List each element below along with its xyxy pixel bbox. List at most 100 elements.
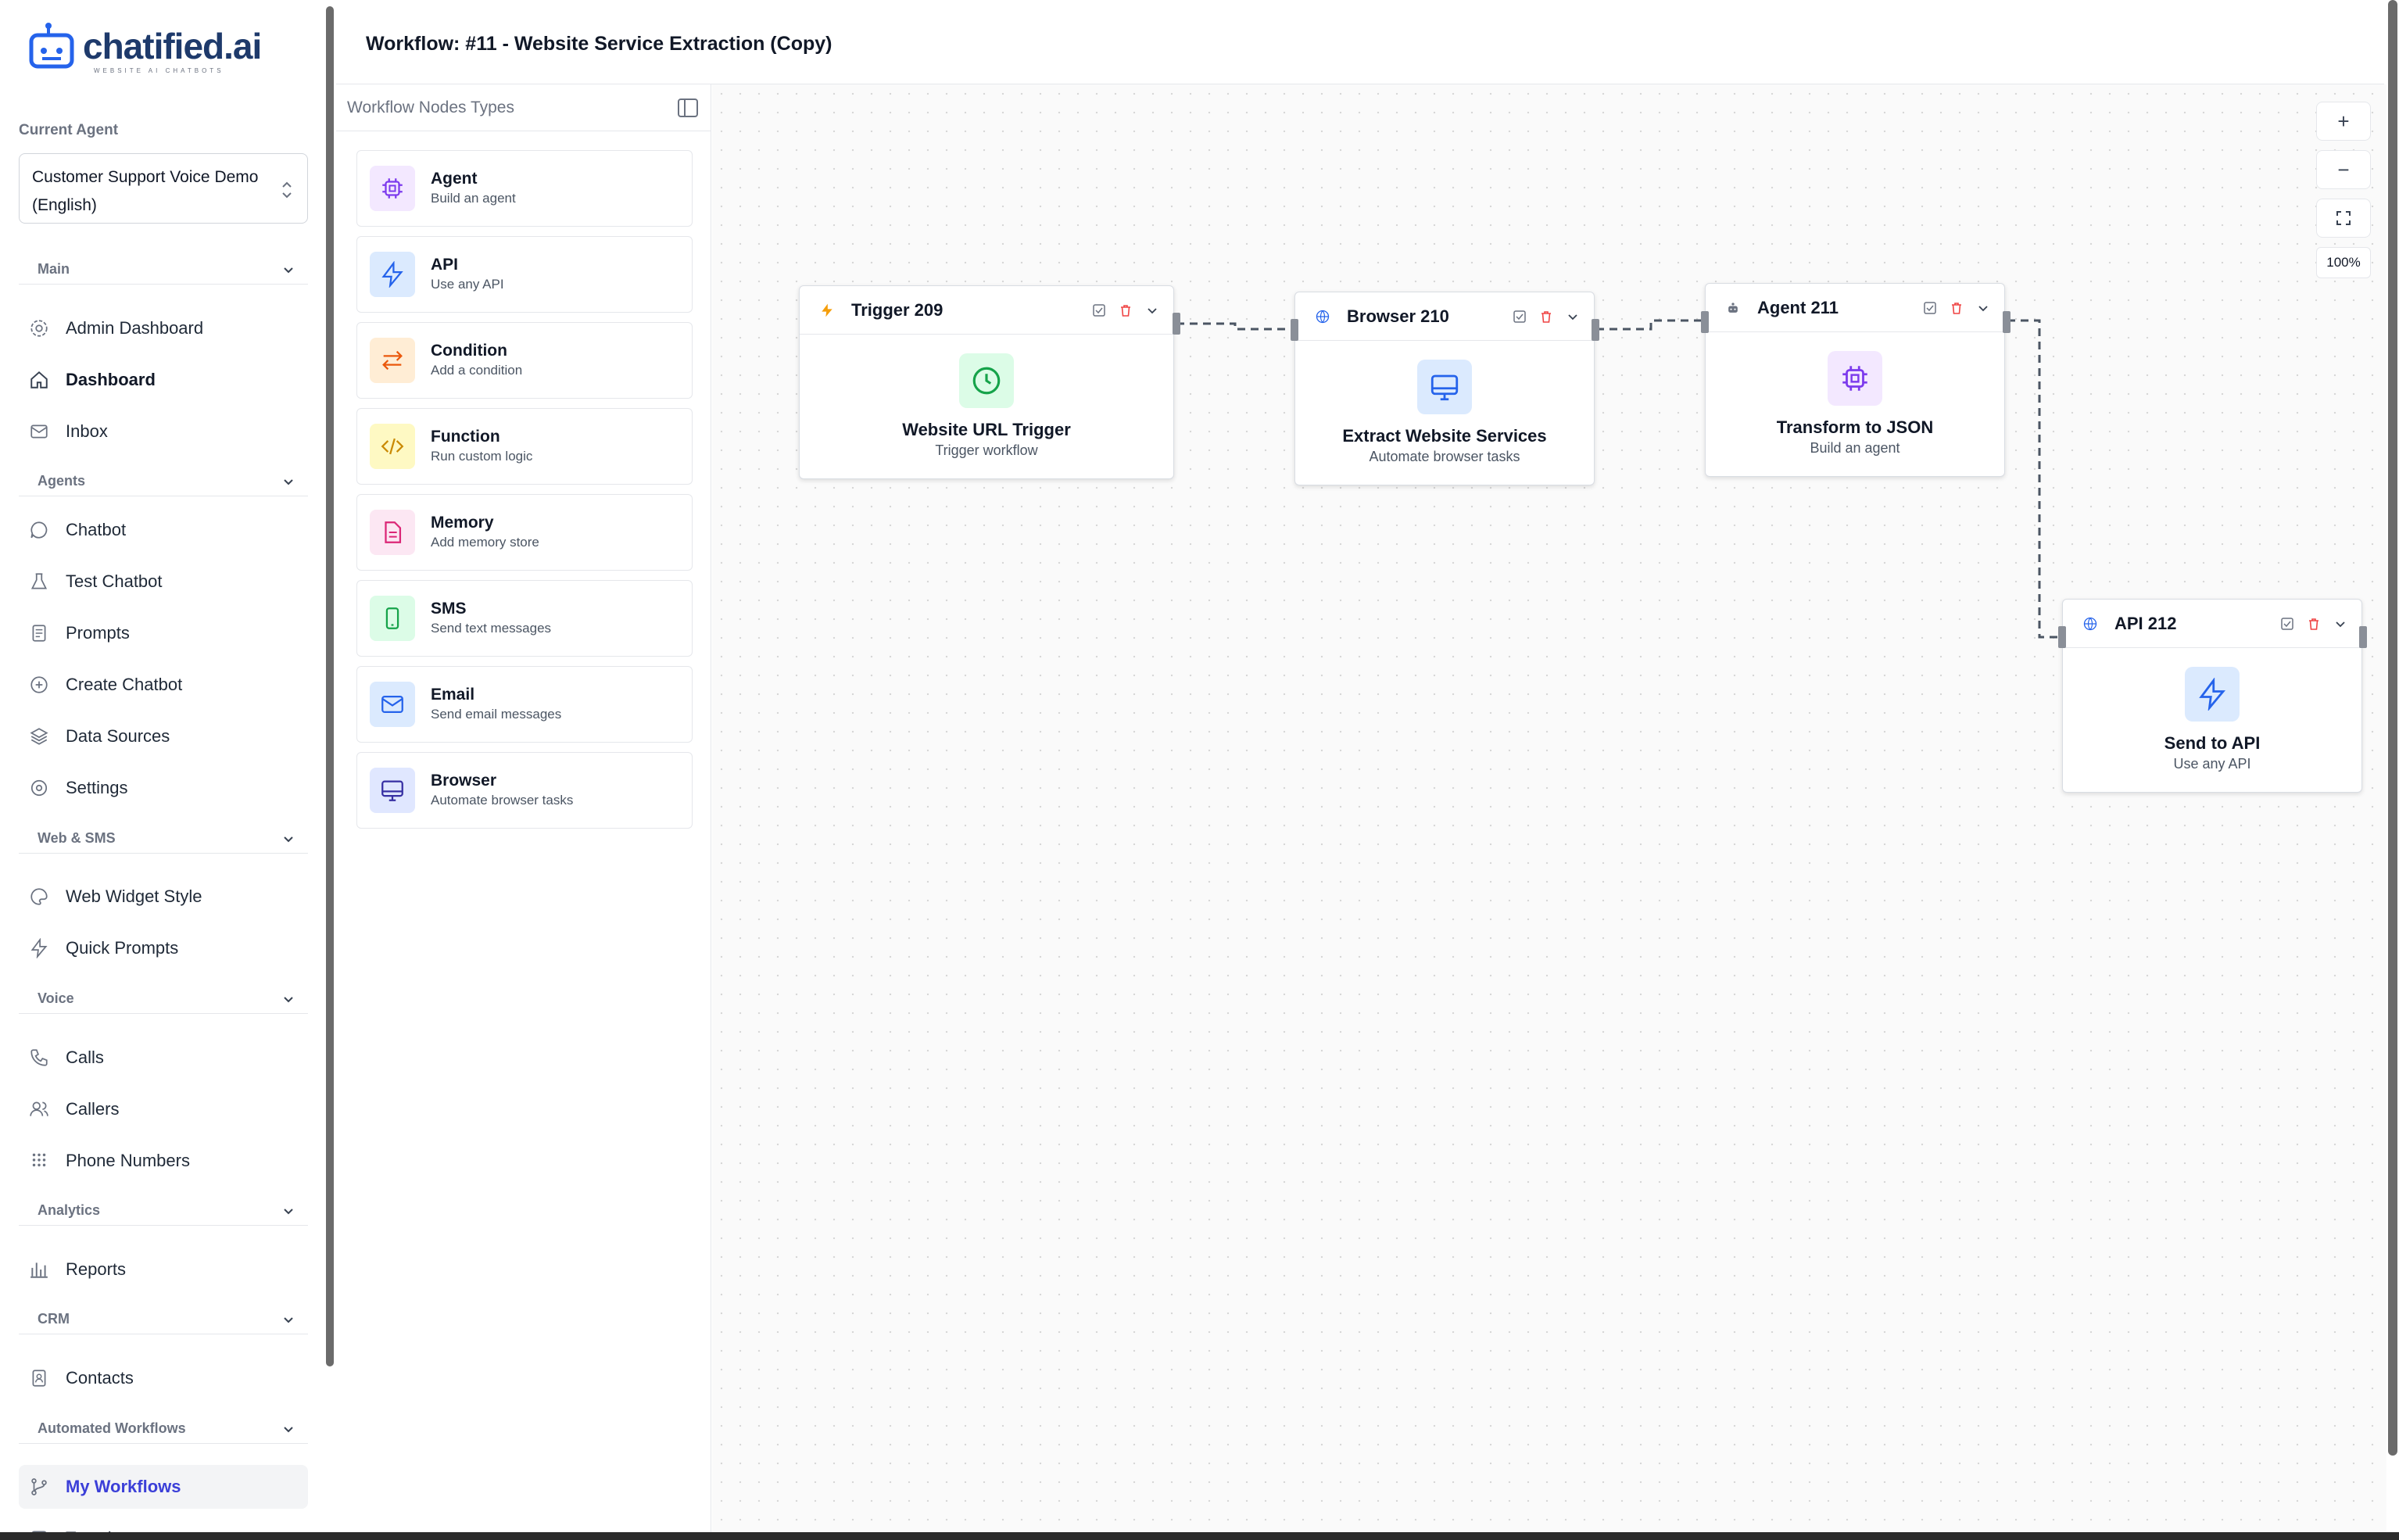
chevron-down-icon: [284, 267, 293, 273]
workflow-canvas[interactable]: [712, 84, 2386, 1540]
zoom-in-button[interactable]: +: [2316, 102, 2371, 141]
output-handle[interactable]: [2003, 311, 2011, 333]
checkbox-icon[interactable]: [2280, 617, 2294, 631]
section-web-sms-label: Web & SMS: [38, 830, 116, 846]
brand-logo[interactable]: chatified.ai: [28, 20, 262, 75]
section-agents-label: Agents: [38, 473, 86, 489]
palette-node-title: Function: [431, 428, 500, 446]
checkbox-icon[interactable]: [1092, 303, 1106, 317]
trash-icon[interactable]: [1950, 301, 1964, 315]
section-crm[interactable]: CRM: [19, 1305, 308, 1334]
cpu-icon: [1828, 351, 1882, 406]
nav-calls[interactable]: Calls: [19, 1036, 308, 1080]
section-web-sms[interactable]: Web & SMS: [19, 824, 308, 854]
chevron-down-icon[interactable]: [1145, 303, 1159, 317]
chevron-down-icon[interactable]: [1566, 310, 1580, 324]
chevron-down-icon[interactable]: [1976, 301, 1990, 315]
palette-node-title: Agent: [431, 170, 478, 188]
section-main-label: Main: [38, 261, 70, 277]
trash-icon[interactable]: [1119, 303, 1133, 317]
input-handle[interactable]: [1291, 319, 1298, 341]
node-header[interactable]: Browser 210: [1295, 292, 1594, 341]
cpu-icon: [370, 166, 415, 211]
output-handle[interactable]: [1173, 313, 1180, 335]
fit-view-button[interactable]: [2316, 199, 2371, 238]
brand-name: chatified.ai: [83, 26, 262, 66]
flask-icon: [28, 571, 50, 593]
nav-reports[interactable]: Reports: [19, 1248, 308, 1291]
workflow-node-trigger[interactable]: Trigger 209 Website URL Trigger Trigger …: [799, 285, 1174, 479]
home-icon: [28, 369, 50, 391]
trash-icon[interactable]: [2307, 617, 2321, 631]
nav-contacts[interactable]: Contacts: [19, 1356, 308, 1400]
input-handle[interactable]: [1701, 311, 1709, 333]
sidebar-toggle-icon[interactable]: [676, 96, 700, 120]
nav-create-chatbot-label: Create Chatbot: [66, 675, 183, 694]
node-header[interactable]: API 212: [2063, 600, 2361, 648]
nav-contacts-label: Contacts: [66, 1368, 134, 1388]
nav-phone-numbers[interactable]: Phone Numbers: [19, 1139, 308, 1183]
node-title: Transform to JSON: [1776, 417, 1934, 437]
section-voice[interactable]: Voice: [19, 984, 308, 1014]
keypad-icon: [28, 1150, 50, 1172]
output-handle[interactable]: [1592, 319, 1599, 341]
workflow-node-browser[interactable]: Browser 210 Extract Website Services Aut…: [1294, 292, 1595, 485]
checkbox-icon[interactable]: [1923, 301, 1937, 315]
palette-node-subtitle: Use any API: [431, 277, 504, 292]
nav-quick-prompts[interactable]: Quick Prompts: [19, 926, 308, 970]
nav-callers[interactable]: Callers: [19, 1087, 308, 1131]
trash-icon[interactable]: [1539, 310, 1553, 324]
palette-node-subtitle: Build an agent: [431, 191, 516, 206]
workflow-node-api[interactable]: API 212 Send to API Use any API: [2062, 599, 2362, 793]
input-handle[interactable]: [2058, 626, 2066, 648]
section-analytics-label: Analytics: [38, 1202, 101, 1218]
nav-calls-label: Calls: [66, 1048, 104, 1067]
section-agents[interactable]: Agents: [19, 467, 308, 496]
nav-dashboard[interactable]: Dashboard: [19, 358, 308, 402]
nav-test-chatbot[interactable]: Test Chatbot: [19, 560, 308, 603]
nav-web-widget-style-label: Web Widget Style: [66, 886, 202, 906]
node-header-title: Agent 211: [1757, 297, 1839, 317]
workflow-node-agent[interactable]: Agent 211 Transform to JSON Build an age…: [1705, 283, 2005, 477]
section-analytics[interactable]: Analytics: [19, 1196, 308, 1226]
main-scrollbar[interactable]: [2388, 0, 2397, 1456]
zoom-out-button[interactable]: −: [2316, 150, 2371, 189]
nav-callers-label: Callers: [66, 1099, 120, 1119]
node-header[interactable]: Agent 211: [1706, 284, 2004, 332]
nav-create-chatbot[interactable]: Create Chatbot: [19, 663, 308, 707]
nav-chatbot[interactable]: Chatbot: [19, 508, 308, 552]
chat-bubble-icon: [28, 519, 50, 541]
nav-prompts[interactable]: Prompts: [19, 611, 308, 655]
nav-web-widget-style[interactable]: Web Widget Style: [19, 875, 308, 919]
nav-settings[interactable]: Settings: [19, 766, 308, 810]
nav-data-sources[interactable]: Data Sources: [19, 714, 308, 758]
node-header[interactable]: Trigger 209: [800, 286, 1173, 335]
nav-my-workflows[interactable]: My Workflows: [19, 1465, 308, 1509]
palette-node-subtitle: Send text messages: [431, 621, 552, 636]
section-main[interactable]: Main: [19, 255, 308, 285]
chevron-up-down-icon: [282, 181, 292, 199]
section-automated-workflows-label: Automated Workflows: [38, 1420, 186, 1436]
nav-data-sources-label: Data Sources: [66, 726, 170, 746]
chevron-down-icon[interactable]: [2333, 617, 2347, 631]
gear-icon: [28, 317, 50, 339]
chevron-down-icon: [284, 996, 293, 1002]
sidebar-scrollbar[interactable]: [326, 6, 334, 1366]
node-types-title: Workflow Nodes Types: [347, 98, 514, 116]
current-agent-select[interactable]: Customer Support Voice Demo (English): [19, 153, 308, 224]
output-handle[interactable]: [2359, 626, 2367, 648]
checkbox-icon[interactable]: [1513, 310, 1527, 324]
users-icon: [28, 1098, 50, 1120]
section-automated-workflows[interactable]: Automated Workflows: [19, 1414, 308, 1444]
nav-admin-dashboard[interactable]: Admin Dashboard: [19, 306, 308, 350]
nav-inbox[interactable]: Inbox: [19, 410, 308, 453]
palette-node-subtitle: Add memory store: [431, 535, 539, 550]
